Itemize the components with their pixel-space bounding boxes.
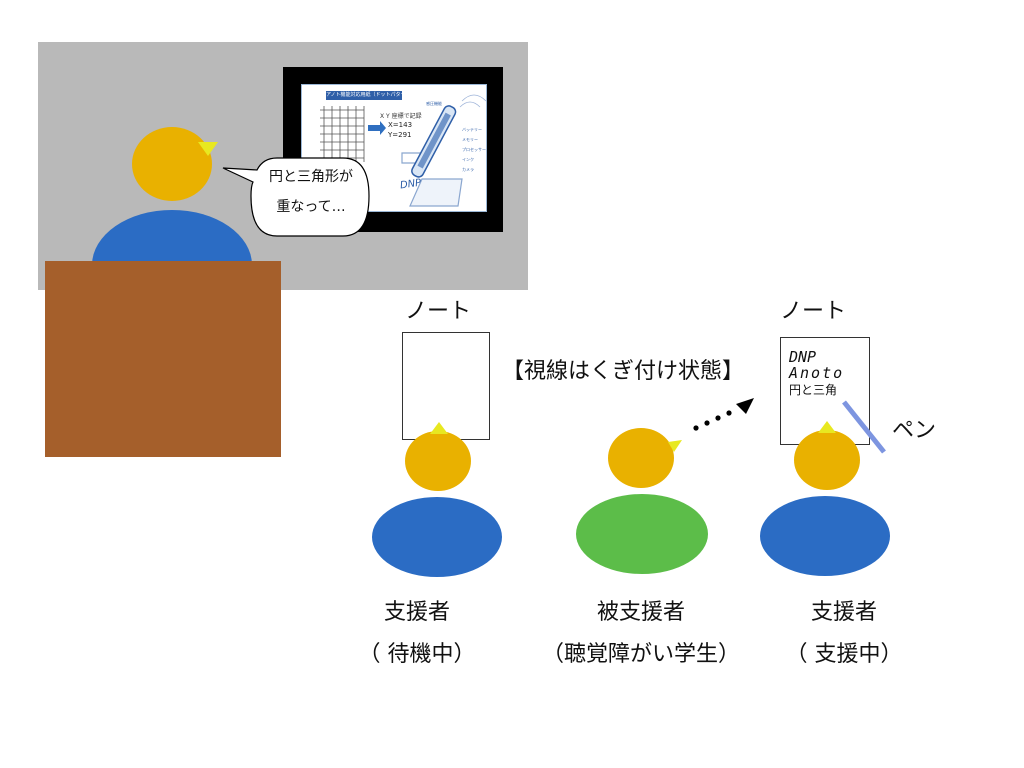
supporter-left-state: （ 待機中） [358, 642, 476, 667]
note-right-label: ノート [780, 299, 847, 324]
slide-pen-label-4: インク [462, 157, 474, 162]
lecturer-gaze-marker [198, 142, 218, 156]
speech-bubble [222, 157, 370, 237]
supporter-right-state: （ 支援中） [785, 642, 903, 667]
supporter-right-body [760, 496, 890, 576]
supporter-left-gaze-marker [430, 422, 448, 434]
slide-pen-label-5: カメラ [462, 167, 474, 172]
slide-drawing [320, 94, 486, 207]
student-role: 被支援者 [596, 600, 685, 625]
slide-pen-label-3: プロセッサー [462, 147, 486, 152]
student-state: （聴覚障がい学生） [541, 642, 740, 667]
note-left [402, 332, 490, 440]
slide-image: アノト機能対応用紙（ドットパターン） X Y 座標で記録 X=143 Y=291… [301, 84, 487, 212]
student-body [576, 494, 708, 574]
speech-line-2: 重なって… [276, 199, 346, 215]
note-right-line-1: DNP [789, 348, 817, 366]
slide-y-value: Y=291 [388, 131, 412, 139]
arrow-right-icon [368, 121, 386, 135]
speech-line-1: 円と三角形が [269, 169, 353, 185]
slide-pen-label-0: 感圧機能 [426, 101, 442, 106]
supporter-left-body [372, 497, 502, 577]
supporter-right-role: 支援者 [810, 600, 877, 625]
student-head [608, 428, 674, 488]
supporter-right-head [794, 430, 860, 490]
slide-pen-label-1: バッテリー [462, 127, 482, 132]
supporter-left-head [405, 431, 471, 491]
speech-bubble-text: 円と三角形が 重なって… [252, 162, 370, 222]
supporter-right-gaze-marker [818, 421, 836, 433]
slide-title: アノト機能対応用紙（ドットパターン） [326, 92, 402, 98]
slide-pen-label-2: メモリー [462, 137, 478, 142]
desk [45, 261, 281, 457]
lecturer-head [132, 127, 212, 201]
note-right-line-3: 円と三角 [789, 383, 838, 397]
gaze-arrow [693, 398, 754, 431]
pen-icon [842, 400, 886, 454]
note-right-line-2: Anoto [789, 364, 845, 382]
pen-label: ペン [892, 418, 937, 443]
note-left-label: ノート [405, 299, 472, 324]
student-gaze-marker [668, 440, 682, 452]
slide-xy-caption: X Y 座標で記録 [380, 113, 422, 120]
supporter-left-role: 支援者 [383, 600, 450, 625]
gaze-status-label: 【視線はくぎ付け状態】 [502, 359, 745, 384]
slide-x-value: X=143 [388, 121, 413, 129]
